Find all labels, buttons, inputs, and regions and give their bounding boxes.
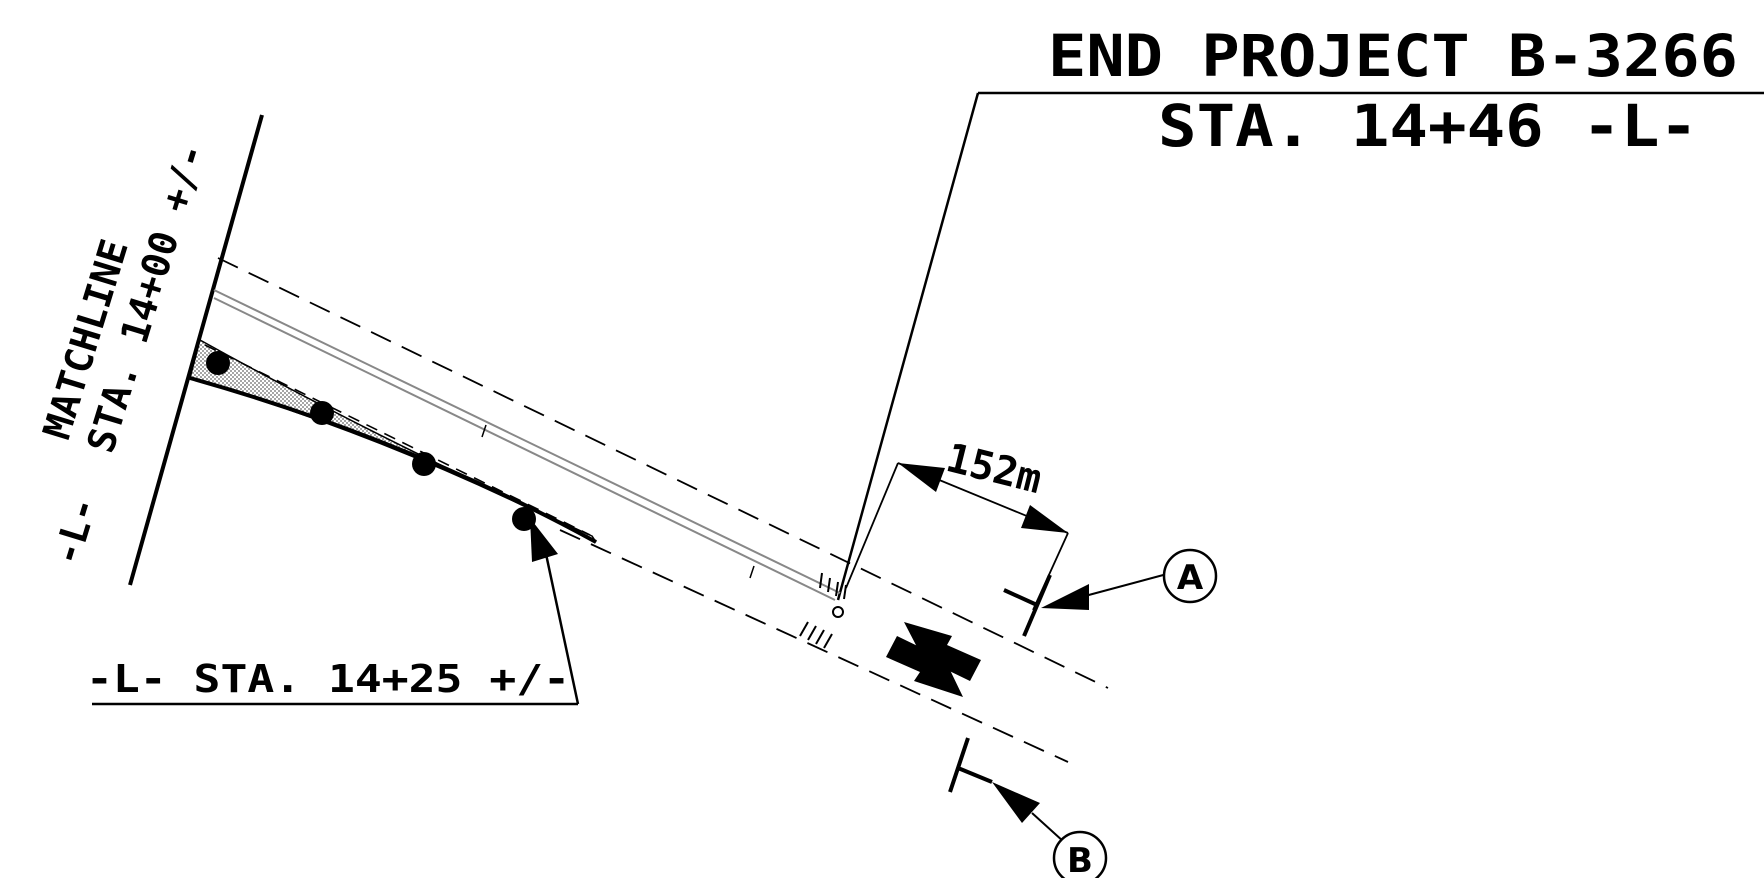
section-a: A — [1003, 548, 1218, 637]
project-title: END PROJECT B-3266 — [1048, 22, 1738, 90]
dimension-label: 152m — [942, 435, 1047, 503]
section-a-label: A — [1177, 558, 1204, 598]
station-callout: -L- STA. 14+25 +/- — [86, 518, 580, 706]
dimension-ext-1 — [845, 462, 899, 589]
section-a-leader — [1084, 573, 1168, 597]
section-b: B — [948, 737, 1108, 878]
arrow-left-icon — [904, 622, 981, 681]
section-b-cut-line — [948, 737, 970, 793]
callout-arrowhead — [530, 518, 558, 562]
section-a-tail — [1003, 588, 1038, 607]
section-a-cut-line — [1022, 574, 1052, 637]
callout-station-label: -L- STA. 14+25 +/- — [86, 657, 570, 701]
matchline-line — [128, 114, 264, 586]
callout-leader — [544, 553, 580, 705]
section-b-label: B — [1067, 841, 1093, 878]
section-a-bubble — [1162, 548, 1218, 604]
survey-point-3 — [412, 452, 436, 476]
section-b-tail — [957, 766, 993, 784]
pavement-edge — [189, 376, 597, 544]
survey-point-1 — [206, 351, 230, 375]
roadway — [213, 257, 1109, 763]
arrow-right-icon — [886, 636, 963, 697]
matchline-alignment: -L- — [44, 492, 106, 571]
right-of-way-lower — [559, 529, 1069, 763]
title-block: END PROJECT B-3266 STA. 14+46 -L- — [836, 22, 1764, 601]
title-leader-line — [836, 92, 980, 601]
survey-point-2 — [310, 401, 334, 425]
section-b-leader — [1031, 812, 1065, 843]
right-of-way-upper — [217, 257, 1109, 689]
utility-tick-2 — [749, 565, 755, 579]
dimension-152m: 152m — [845, 435, 1069, 611]
matchline: MATCHLINE STA. 14+00 +/- -L- — [35, 114, 264, 586]
shaded-dash — [204, 344, 591, 536]
utility-tick-1 — [481, 424, 487, 438]
utility-line-b — [213, 297, 836, 601]
survey-point-4 — [512, 507, 536, 531]
shaded-area — [189, 338, 597, 544]
project-station: STA. 14+46 -L- — [1158, 92, 1698, 160]
dimension-arrow-start — [898, 463, 945, 492]
section-a-arrowhead — [1041, 584, 1089, 610]
traffic-direction-arrows — [886, 622, 981, 697]
dimension-arrow-end — [1021, 505, 1068, 533]
section-b-bubble — [1052, 830, 1108, 878]
utility-line-a — [213, 289, 841, 594]
section-b-arrowhead — [992, 782, 1040, 823]
